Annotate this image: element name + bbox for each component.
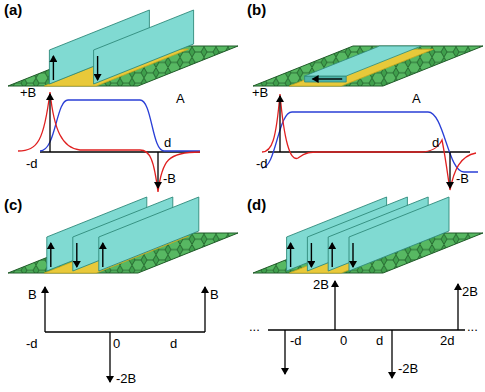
- panel-label: (b): [247, 2, 266, 17]
- magnet-plate: [349, 197, 449, 271]
- axis-label: 2B: [462, 285, 478, 298]
- axis-label: d: [432, 136, 439, 149]
- graphene-sheet: [253, 46, 483, 86]
- axis-label: -2B: [116, 372, 136, 385]
- axis-label: 2B: [313, 278, 329, 291]
- magnetization-arrow: [290, 243, 291, 267]
- axis-label: B: [28, 288, 37, 301]
- magnetization-arrow: [332, 243, 333, 267]
- magnetization-arrow: [102, 243, 103, 267]
- axis-label: ...: [467, 320, 478, 333]
- axis-label: -d: [290, 334, 302, 347]
- axis-label: d: [170, 337, 177, 350]
- axis-label: -B: [456, 172, 469, 185]
- magnetization-arrow: [311, 243, 312, 267]
- magnetization-arrow: [313, 78, 343, 79]
- magnet-plate: [99, 197, 199, 271]
- flat-plate: [305, 46, 422, 76]
- axis-label: -d: [256, 157, 268, 170]
- axis-label: B: [210, 288, 219, 301]
- axis-label: d: [164, 136, 171, 149]
- axis-label: +B: [252, 86, 268, 99]
- plate-edge: [305, 76, 347, 82]
- axis-label: d: [376, 334, 383, 347]
- axis-label: -2B: [398, 362, 418, 375]
- axis-label: ...: [249, 320, 260, 333]
- magnetization-arrow: [53, 56, 54, 80]
- panel-label: (a): [4, 2, 22, 17]
- magnet-plate: [94, 10, 194, 84]
- axis-label: A: [176, 92, 185, 105]
- magnetization-arrow: [76, 243, 77, 267]
- axis-label: A: [412, 92, 421, 105]
- magnetization-arrow: [352, 243, 353, 267]
- axis-label: 0: [340, 334, 347, 347]
- magnetization-arrow: [50, 243, 51, 267]
- panel-label: (c): [4, 197, 22, 212]
- axis-label: -d: [26, 157, 38, 170]
- axis-label: 2d: [440, 334, 454, 347]
- axis-label: 0: [113, 337, 120, 350]
- magnetization-arrow: [97, 56, 98, 80]
- axis-label: -B: [163, 172, 176, 185]
- axis-label: +B: [20, 86, 36, 99]
- panel-label: (d): [247, 197, 266, 212]
- axis-label: -d: [26, 337, 38, 350]
